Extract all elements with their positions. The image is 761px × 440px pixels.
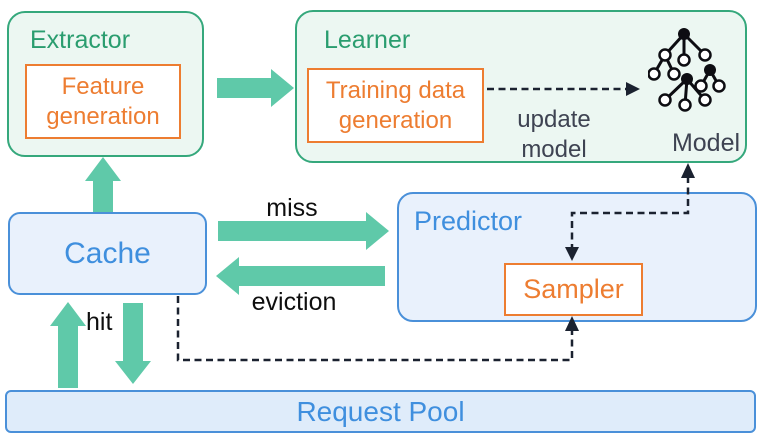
dashed-arrowhead-up-to-model [681, 163, 695, 178]
predictor-title: Predictor [414, 206, 523, 236]
learner-title: Learner [324, 26, 411, 54]
hit-label: hit [86, 308, 113, 336]
miss-label: miss [266, 194, 318, 222]
arrow-extractor-to-learner [217, 69, 294, 107]
eviction-label: eviction [251, 288, 337, 316]
extractor-box: Extractor Feature generation [7, 11, 204, 157]
arrow-cache-to-requestpool [115, 303, 151, 384]
cache-title: Cache [64, 236, 151, 270]
sampler-box: Sampler [504, 263, 643, 316]
cache-box: Cache [8, 212, 207, 295]
arrow-cache-to-extractor [85, 157, 121, 212]
feature-generation-label: Feature generation [46, 73, 160, 130]
training-data-generation-label: Training data generation [325, 77, 466, 134]
request-pool-title: Request Pool [296, 395, 465, 427]
arrow-hit-requestpool-to-cache [50, 302, 86, 388]
update-model-label: update model [517, 106, 591, 163]
extractor-title: Extractor [30, 26, 131, 54]
model-label: Model [671, 129, 741, 157]
training-data-generation-box: Training data generation [307, 68, 484, 143]
sampler-label: Sampler [523, 274, 624, 305]
predictor-box: Predictor Sampler [397, 192, 757, 322]
request-pool-box: Request Pool [5, 390, 756, 433]
learner-box: Learner Training data generation update … [295, 10, 747, 163]
model-tree-icon [648, 28, 726, 112]
feature-generation-box: Feature generation [25, 64, 181, 139]
